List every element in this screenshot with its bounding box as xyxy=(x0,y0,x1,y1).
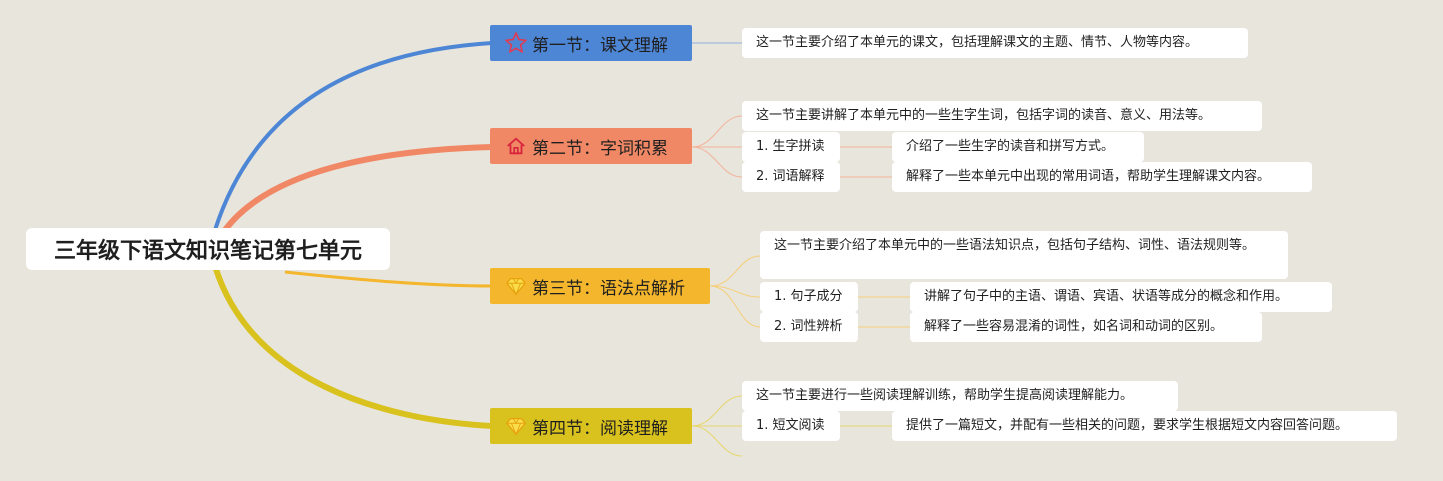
root-title: 三年级下语文知识笔记第七单元 xyxy=(53,239,362,264)
section-3-item-1-detail[interactable]: 讲解了句子中的主语、谓语、宾语、状语等成分的概念和作用。 xyxy=(910,282,1332,312)
section-3-item-2-detail[interactable]: 解释了一些容易混淆的词性，如名词和动词的区别。 xyxy=(910,312,1262,342)
branch-line-s4 xyxy=(212,265,493,429)
item-label: 2. 词性辨析 xyxy=(774,319,843,334)
sub-lines-s3 xyxy=(709,255,910,328)
summary-text: 这一节主要进行一些阅读理解训练，帮助学生提高阅读理解能力。 xyxy=(756,388,1134,403)
section-2-item-2-label[interactable]: 2. 词语解释 xyxy=(742,162,840,192)
branch-line-s3 xyxy=(284,270,493,288)
section-2-item-1-label[interactable]: 1. 生字拼读 xyxy=(742,132,840,162)
section-1-summary[interactable]: 这一节主要介绍了本单元的课文，包括理解课文的主题、情节、人物等内容。 xyxy=(742,28,1248,58)
section-2-item-1-detail[interactable]: 介绍了一些生字的读音和拼写方式。 xyxy=(892,132,1144,162)
item-detail: 讲解了句子中的主语、谓语、宾语、状语等成分的概念和作用。 xyxy=(924,289,1289,304)
section-title: 第一节：课文理解 xyxy=(532,35,668,56)
branch-line-s1 xyxy=(213,41,493,231)
section-1-topic[interactable]: 第一节：课文理解 xyxy=(490,25,692,61)
section-2-item-2-detail[interactable]: 解释了一些本单元中出现的常用词语，帮助学生理解课文内容。 xyxy=(892,162,1312,192)
item-label: 1. 生字拼读 xyxy=(756,139,825,154)
branch-line-s2 xyxy=(222,144,493,232)
root-topic[interactable]: 三年级下语文知识笔记第七单元 xyxy=(26,228,390,270)
item-detail: 提供了一篇短文，并配有一些相关的问题，要求学生根据短文内容回答问题。 xyxy=(906,418,1349,433)
section-title: 第四节：阅读理解 xyxy=(532,418,668,439)
section-title: 第三节：语法点解析 xyxy=(532,278,685,299)
star-icon xyxy=(504,31,528,55)
section-4-summary[interactable]: 这一节主要进行一些阅读理解训练，帮助学生提高阅读理解能力。 xyxy=(742,381,1178,411)
item-label: 1. 句子成分 xyxy=(774,289,843,304)
section-3-item-1-label[interactable]: 1. 句子成分 xyxy=(760,282,858,312)
section-4-topic[interactable]: 第四节：阅读理解 xyxy=(490,408,692,444)
section-3-summary[interactable]: 这一节主要介绍了本单元中的一些语法知识点，包括句子结构、词性、语法规则等。 xyxy=(760,231,1288,279)
section-title: 第二节：字词积累 xyxy=(532,138,668,159)
item-label: 1. 短文阅读 xyxy=(756,418,825,433)
section-4-item-1-label[interactable]: 1. 短文阅读 xyxy=(742,411,840,441)
item-label: 2. 词语解释 xyxy=(756,169,825,184)
sub-lines-s2 xyxy=(691,115,892,178)
summary-text: 这一节主要讲解了本单元中的一些生字生词，包括字词的读音、意义、用法等。 xyxy=(756,108,1212,123)
section-3-item-2-label[interactable]: 2. 词性辨析 xyxy=(760,312,858,342)
item-detail: 解释了一些本单元中出现的常用词语，帮助学生理解课文内容。 xyxy=(906,169,1271,184)
sub-lines-s4 xyxy=(691,395,892,457)
summary-text: 这一节主要介绍了本单元中的一些语法知识点，包括句子结构、词性、语法规则等。 xyxy=(774,238,1256,253)
item-detail: 介绍了一些生字的读音和拼写方式。 xyxy=(906,139,1115,154)
diamond-icon xyxy=(504,414,528,438)
section-2-summary[interactable]: 这一节主要讲解了本单元中的一些生字生词，包括字词的读音、意义、用法等。 xyxy=(742,101,1262,131)
diamond-icon xyxy=(504,274,528,298)
section-3-topic[interactable]: 第三节：语法点解析 xyxy=(490,268,710,304)
item-detail: 解释了一些容易混淆的词性，如名词和动词的区别。 xyxy=(924,319,1224,334)
house-icon xyxy=(504,134,528,158)
section-4-item-1-detail[interactable]: 提供了一篇短文，并配有一些相关的问题，要求学生根据短文内容回答问题。 xyxy=(892,411,1397,441)
section-2-topic[interactable]: 第二节：字词积累 xyxy=(490,128,692,164)
summary-text: 这一节主要介绍了本单元的课文，包括理解课文的主题、情节、人物等内容。 xyxy=(756,35,1199,50)
